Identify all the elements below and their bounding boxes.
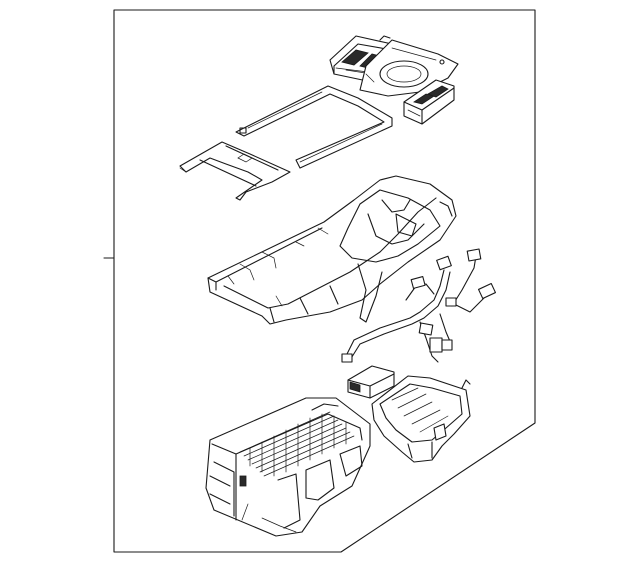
- control-module: [347, 365, 395, 399]
- storage-bin: [371, 375, 471, 463]
- housing-ribs: [239, 411, 355, 477]
- shifter-bezel: [179, 141, 291, 201]
- armrest-housing: [205, 397, 371, 537]
- diagram-frame: [103, 9, 536, 553]
- console-body: [207, 175, 457, 325]
- switch-panel-lower: [403, 79, 455, 125]
- trim-frame: [235, 85, 393, 169]
- wiring-harness: [341, 248, 497, 363]
